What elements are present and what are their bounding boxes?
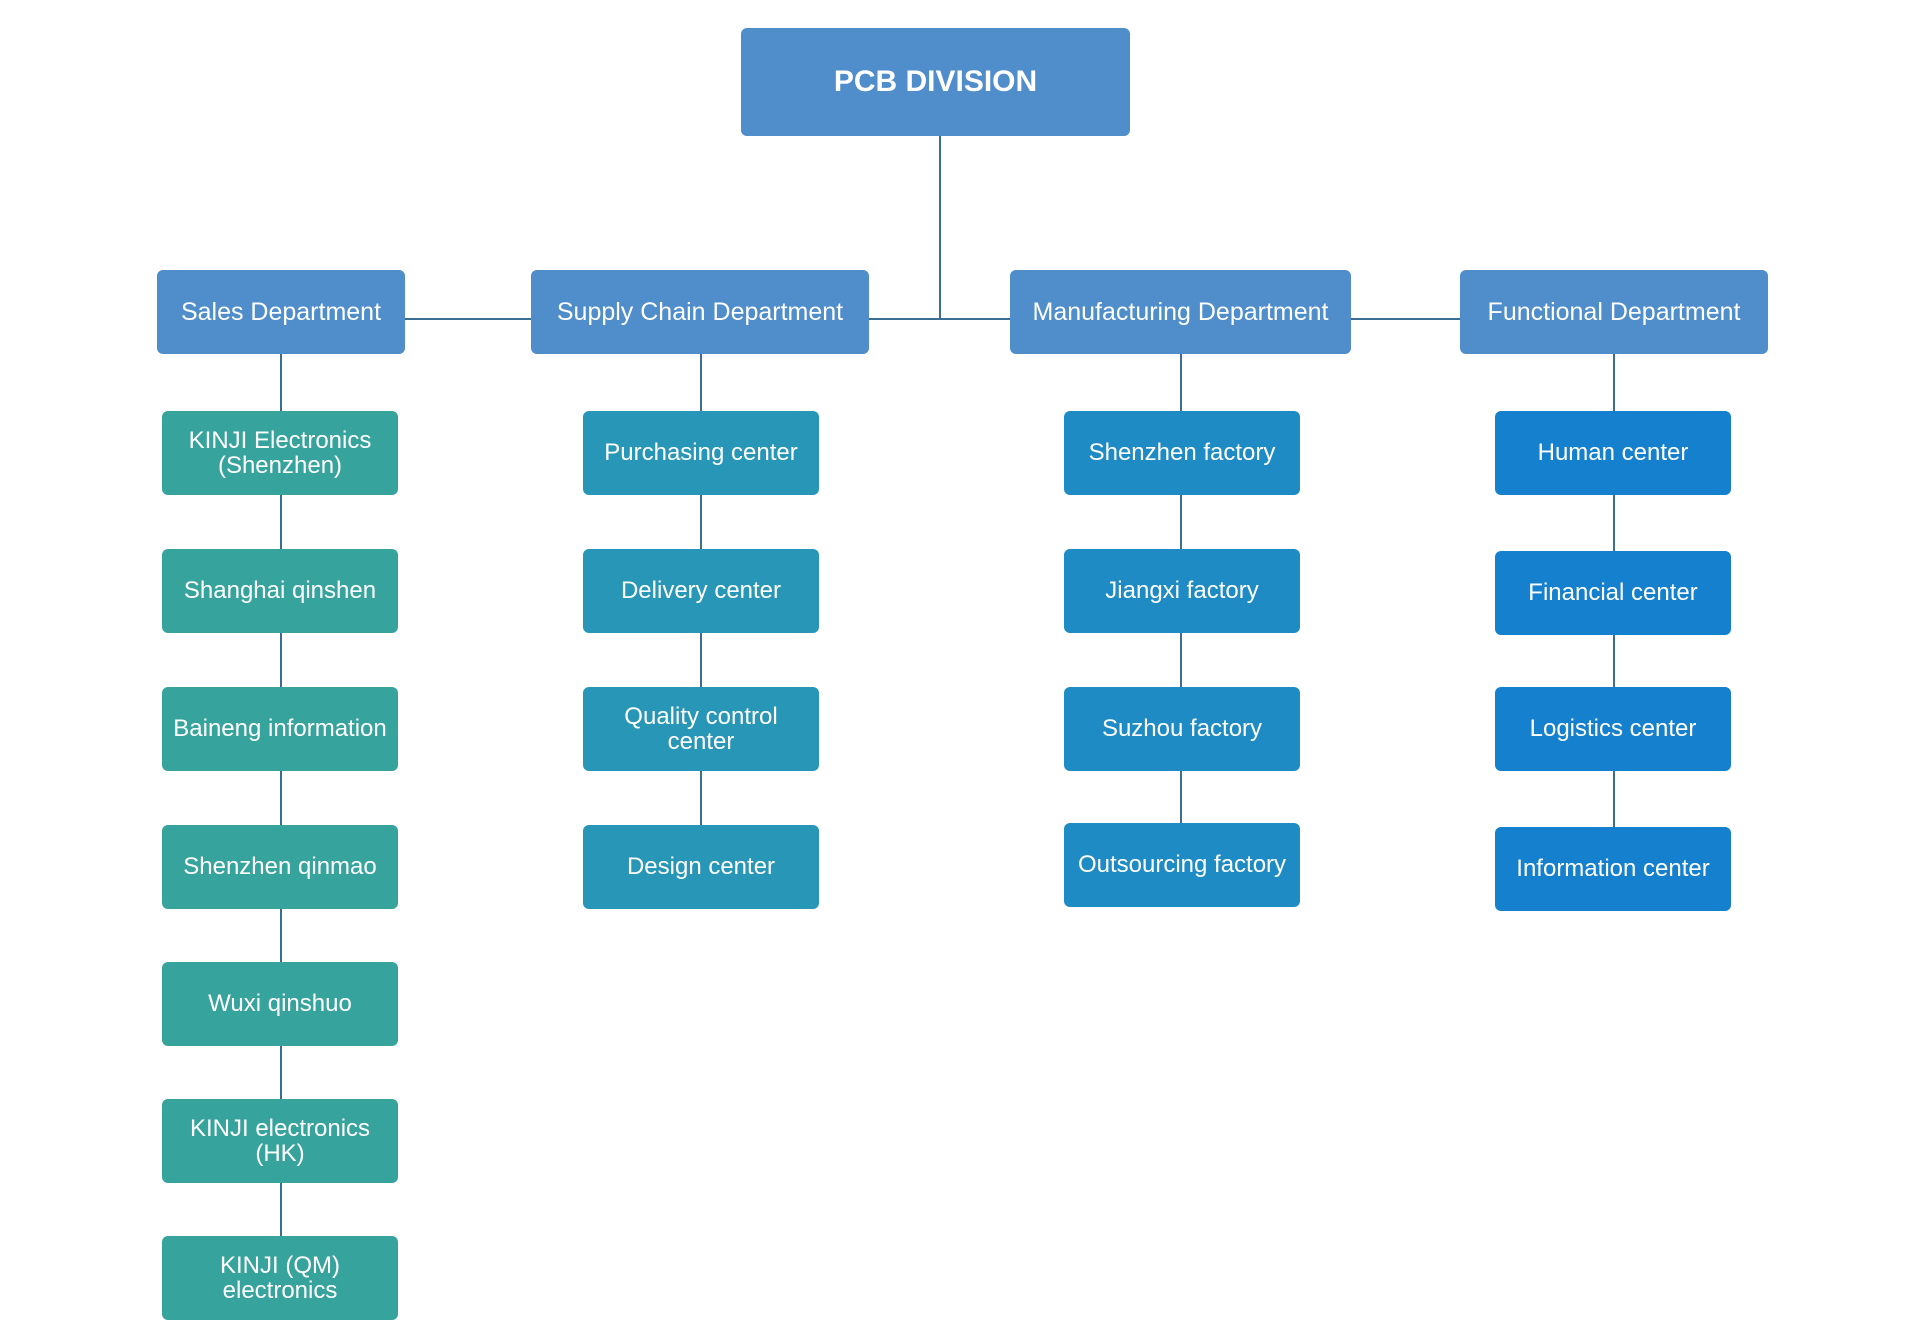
supply-child-node: Design center — [583, 825, 819, 909]
functional-child-node: Logistics center — [1495, 687, 1731, 771]
functional-child-node: Financial center — [1495, 551, 1731, 635]
sales-child-node: KINJI Electronics (Shenzhen) — [162, 411, 398, 495]
sales-child-node: Baineng information — [162, 687, 398, 771]
functional-child-node: Information center — [1495, 827, 1731, 911]
sales-child-node: Shanghai qinshen — [162, 549, 398, 633]
manufacturing-child-node: Jiangxi factory — [1064, 549, 1300, 633]
department-sales: Sales Department — [157, 270, 405, 354]
department-manufacturing: Manufacturing Department — [1010, 270, 1351, 354]
manufacturing-child-node: Shenzhen factory — [1064, 411, 1300, 495]
sales-child-node: Shenzhen qinmao — [162, 825, 398, 909]
functional-child-node: Human center — [1495, 411, 1731, 495]
department-functional: Functional Department — [1460, 270, 1768, 354]
sales-child-node: KINJI (QM) electronics — [162, 1236, 398, 1320]
department-supply-chain: Supply Chain Department — [531, 270, 869, 354]
supply-child-node: Delivery center — [583, 549, 819, 633]
manufacturing-child-node: Suzhou factory — [1064, 687, 1300, 771]
sales-child-node: KINJI electronics (HK) — [162, 1099, 398, 1183]
sales-child-node: Wuxi qinshuo — [162, 962, 398, 1046]
manufacturing-child-node: Outsourcing factory — [1064, 823, 1300, 907]
root-node-pcb-division: PCB DIVISION — [741, 28, 1130, 136]
supply-child-node: Purchasing center — [583, 411, 819, 495]
supply-child-node: Quality control center — [583, 687, 819, 771]
